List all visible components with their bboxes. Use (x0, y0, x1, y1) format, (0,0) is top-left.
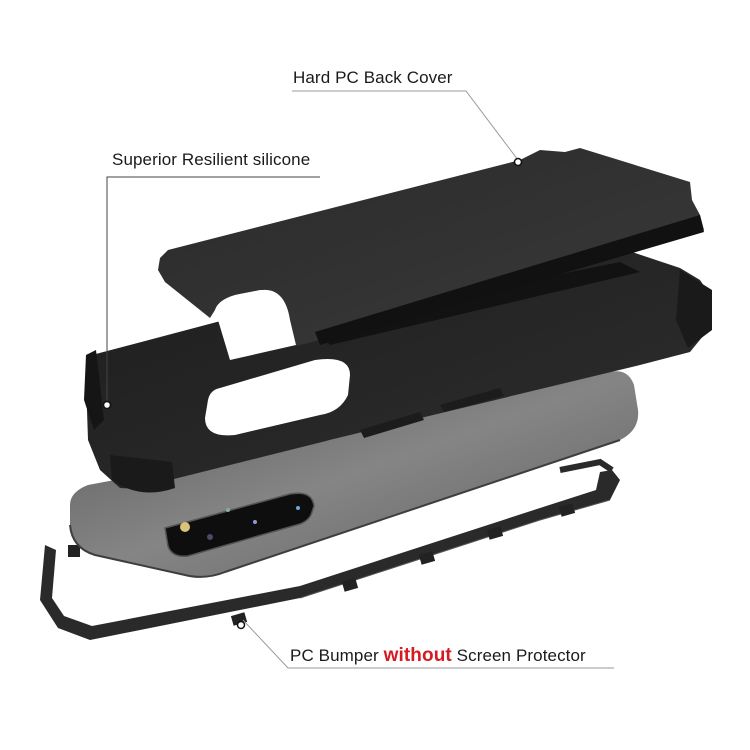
callout-silicone-text: Superior Resilient silicone (112, 150, 311, 169)
silicone-pointer (102, 400, 112, 410)
leader-lines (106, 90, 614, 669)
bumper-pointer (236, 620, 246, 630)
pointer-dots (102, 157, 523, 630)
cover-camera-cutout (215, 289, 296, 360)
callout-bumper-prefix: PC Bumper (290, 646, 384, 665)
back-cover (158, 148, 704, 360)
camera-cutout (205, 359, 350, 436)
bumper-frame (40, 458, 620, 640)
silicone-layer (84, 248, 712, 493)
callout-silicone: Superior Resilient silicone (112, 150, 310, 170)
callout-back-cover: Hard PC Back Cover (293, 68, 453, 88)
callout-back-cover-text: Hard PC Back Cover (293, 68, 453, 87)
callout-bumper: PC Bumper without Screen Protector (290, 645, 586, 667)
callout-bumper-suffix: Screen Protector (451, 646, 586, 665)
back-cover-pointer (513, 157, 523, 167)
callout-bumper-highlight: without (383, 645, 452, 666)
phone (69, 371, 639, 578)
camera-module (164, 492, 315, 558)
